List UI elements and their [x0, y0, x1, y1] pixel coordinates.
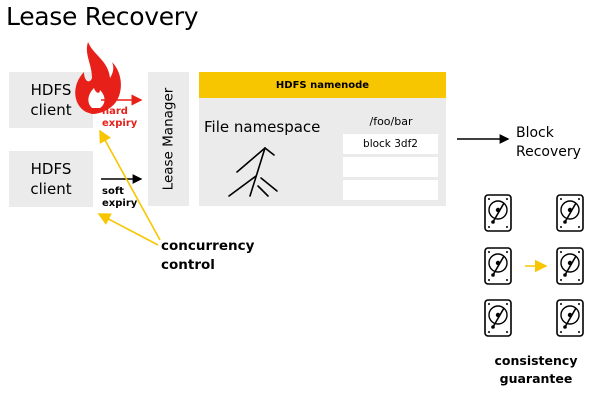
concurrency-control-label: concurrency control — [161, 238, 255, 273]
hdfs-client-label: HDFS client — [30, 160, 72, 198]
block-cell-2 — [343, 157, 438, 177]
namenode-header: HDFS namenode — [199, 72, 446, 98]
hdfs-client-label: HDFS client — [30, 81, 72, 119]
flame-icon — [75, 42, 121, 114]
page-title: Lease Recovery — [6, 2, 199, 31]
hard-disk-icon — [556, 247, 584, 285]
hard-disk-icon — [556, 194, 584, 232]
concurrency-arrow-down — [97, 213, 159, 246]
hard-disk-icon — [556, 299, 584, 337]
hdfs-client-box-2: HDFS client — [9, 151, 93, 207]
soft-expiry-label: soft expiry — [102, 186, 138, 209]
namenode-header-label: HDFS namenode — [275, 79, 370, 91]
hard-disk-icon — [484, 247, 512, 285]
block-cell-3 — [343, 180, 438, 200]
hard-disk-icon — [484, 194, 512, 232]
tree-icon — [228, 147, 278, 197]
block-cell-1: block 3df2 — [343, 134, 438, 154]
block-cell-label: block 3df2 — [363, 138, 418, 150]
block-recovery-label: Block Recovery — [516, 125, 581, 160]
consistency-guarantee-label: consistency guarantee — [494, 353, 578, 386]
file-path-label: /foo/bar — [369, 115, 413, 128]
hard-expiry-label: hard expiry — [102, 106, 138, 129]
hard-disk-icon — [484, 299, 512, 337]
file-namespace-label: File namespace — [204, 118, 321, 136]
concurrency-arrow-up — [99, 129, 161, 241]
lease-manager-box — [148, 72, 189, 206]
